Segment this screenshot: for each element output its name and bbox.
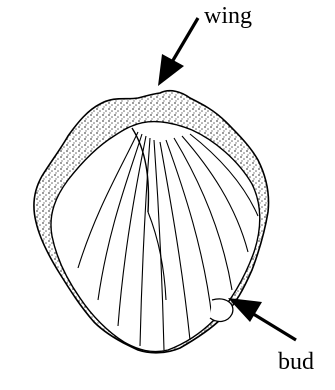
wing-arrow [158,18,198,86]
bud-arrow [228,298,296,340]
bud-label: bud [278,350,314,374]
wing-label: wing [204,4,252,28]
bud-shape [210,299,233,322]
